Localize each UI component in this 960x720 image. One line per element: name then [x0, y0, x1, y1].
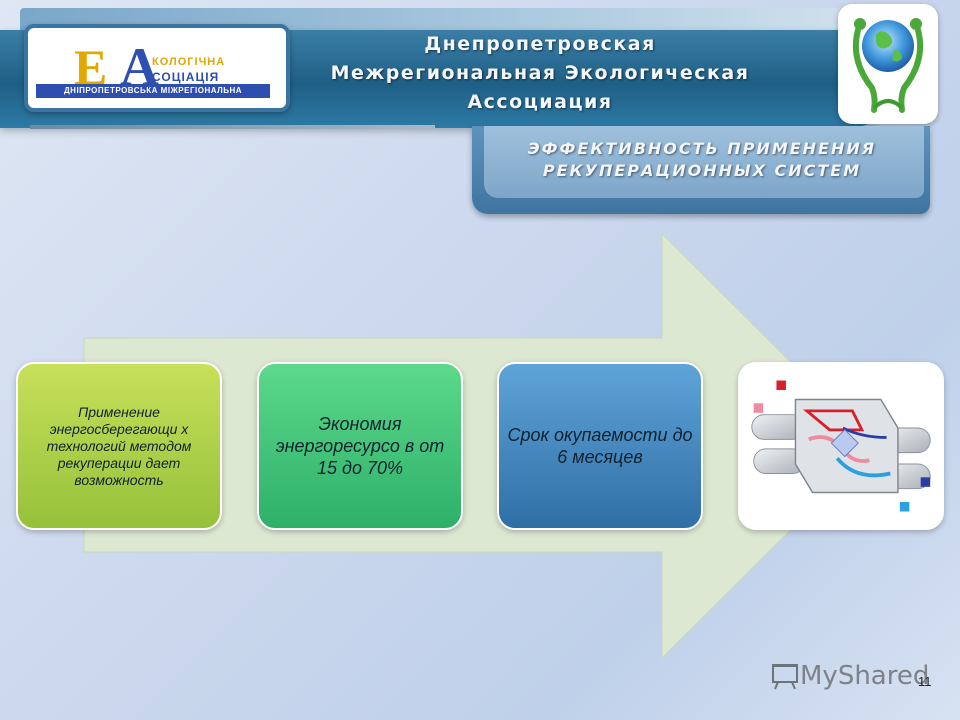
heat-recovery-unit-icon — [751, 380, 931, 512]
step-payback: Срок окупаемости до 6 месяцев — [497, 362, 703, 530]
title-line-3: Ассоциация — [467, 91, 613, 113]
step-technology: Применение энергосберегающи х технологий… — [16, 362, 222, 530]
watermark-text: MyShared — [800, 661, 930, 691]
myshared-watermark: MyShared — [770, 656, 930, 696]
logo-text-line2: СОЦІАЦІЯ — [152, 70, 220, 84]
step-energy-savings: Экономия энергоресурсо в от 15 до 70% — [257, 362, 463, 530]
title-line-2: Межрегиональная Экологическая — [330, 62, 750, 84]
step-payback-text: Срок окупаемости до 6 месяцев — [507, 425, 693, 467]
globe-people-icon — [852, 18, 924, 113]
header-divider — [30, 125, 435, 129]
subtitle-banner: ЭФФЕКТИВНОСТЬ ПРИМЕНЕНИЯ РЕКУПЕРАЦИОННЫХ… — [472, 126, 930, 214]
page-title: Днепропетровская Межрегиональная Экологи… — [300, 30, 780, 117]
subtitle-line-2: РЕКУПЕРАЦИОННЫХ СИСТЕМ — [542, 161, 862, 180]
presentation-board-icon — [772, 664, 798, 690]
step-energy-savings-text: Экономия энергоресурсо в от 15 до 70% — [275, 414, 445, 478]
step-recuperator-image — [738, 362, 944, 530]
eco-logo — [838, 4, 938, 124]
subtitle-line-1: ЭФФЕКТИВНОСТЬ ПРИМЕНЕНИЯ — [527, 139, 877, 158]
subtitle: ЭФФЕКТИВНОСТЬ ПРИМЕНЕНИЯ РЕКУПЕРАЦИОННЫХ… — [492, 138, 912, 182]
page-number: 11 — [918, 674, 932, 689]
title-line-1: Днепропетровская — [424, 33, 656, 55]
logo-text-line1: КОЛОГІЧНА — [152, 56, 226, 68]
association-logo: Е А КОЛОГІЧНА СОЦІАЦІЯ ДНІПРОПЕТРОВСЬКА … — [24, 24, 290, 112]
step-technology-text: Применение энергосберегающи х технологий… — [46, 403, 192, 488]
logo-region-text: ДНІПРОПЕТРОВСЬКА МІЖРЕГІОНАЛЬНА — [36, 84, 270, 98]
